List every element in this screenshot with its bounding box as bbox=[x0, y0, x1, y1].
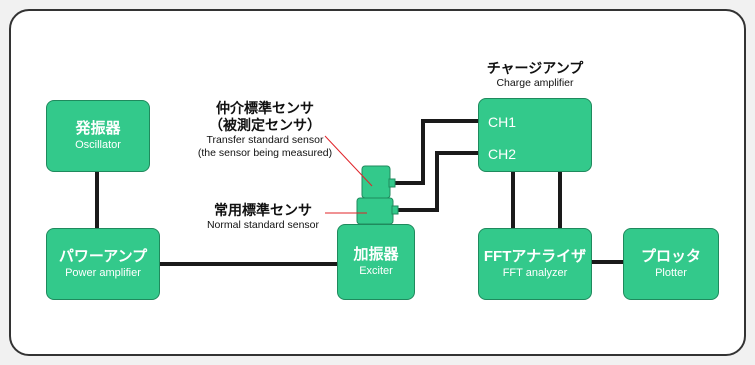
fft-analyzer-label-jp: FFTアナライザ bbox=[483, 248, 587, 265]
exciter-label-jp: 加振器 bbox=[353, 246, 399, 263]
oscillator-label-en: Oscillator bbox=[75, 139, 121, 151]
fft-analyzer-box: FFTアナライザ FFT analyzer bbox=[478, 228, 592, 300]
transfer-sensor-label-jp2: （被測定センサ） bbox=[209, 117, 321, 133]
power-amplifier-label-jp: パワーアンプ bbox=[58, 248, 148, 265]
oscillator-label-jp: 発振器 bbox=[75, 120, 121, 137]
power-amplifier-label-en: Power amplifier bbox=[65, 267, 141, 279]
ch1-label: CH1 bbox=[488, 114, 517, 130]
exciter-label-en: Exciter bbox=[359, 265, 393, 277]
normal-sensor-connector bbox=[391, 205, 399, 215]
wire-normal-sensor-ch2 bbox=[396, 151, 478, 212]
ch2-label: CH2 bbox=[488, 146, 517, 162]
charge-amplifier-label-en: Charge amplifier bbox=[496, 77, 574, 89]
oscillator-box: 発振器 Oscillator bbox=[46, 100, 150, 172]
fft-analyzer-label-en: FFT analyzer bbox=[502, 267, 568, 279]
exciter-box: 加振器 Exciter bbox=[337, 224, 415, 300]
transfer-sensor-pointer bbox=[324, 135, 373, 187]
normal-sensor-caption: 常用標準センサ Normal standard sensor bbox=[178, 202, 348, 232]
transfer-sensor-label-en1: Transfer standard sensor bbox=[206, 134, 324, 146]
wire-transfer-sensor-ch1 bbox=[394, 119, 478, 185]
plotter-label-jp: プロッタ bbox=[640, 248, 701, 265]
sensor-stack bbox=[356, 165, 399, 225]
charge-amplifier-box bbox=[478, 98, 592, 172]
transfer-sensor-connector bbox=[388, 178, 396, 188]
transfer-sensor-caption: 仲介標準センサ （被測定センサ） Transfer standard senso… bbox=[175, 100, 355, 160]
plotter-box: プロッタ Plotter bbox=[623, 228, 719, 300]
plotter-label-en: Plotter bbox=[655, 267, 687, 279]
charge-amplifier-caption: チャージアンプ Charge amplifier bbox=[470, 60, 600, 90]
normal-sensor-body bbox=[356, 197, 394, 225]
normal-sensor-label-en: Normal standard sensor bbox=[206, 219, 320, 231]
transfer-sensor-body bbox=[361, 165, 391, 199]
transfer-sensor-label-jp1: 仲介標準センサ bbox=[216, 100, 314, 116]
power-amplifier-box: パワーアンプ Power amplifier bbox=[46, 228, 160, 300]
normal-sensor-label-jp: 常用標準センサ bbox=[214, 202, 312, 218]
transfer-sensor-label-en2: (the sensor being measured) bbox=[197, 147, 333, 159]
charge-amplifier-label-jp: チャージアンプ bbox=[486, 60, 584, 76]
